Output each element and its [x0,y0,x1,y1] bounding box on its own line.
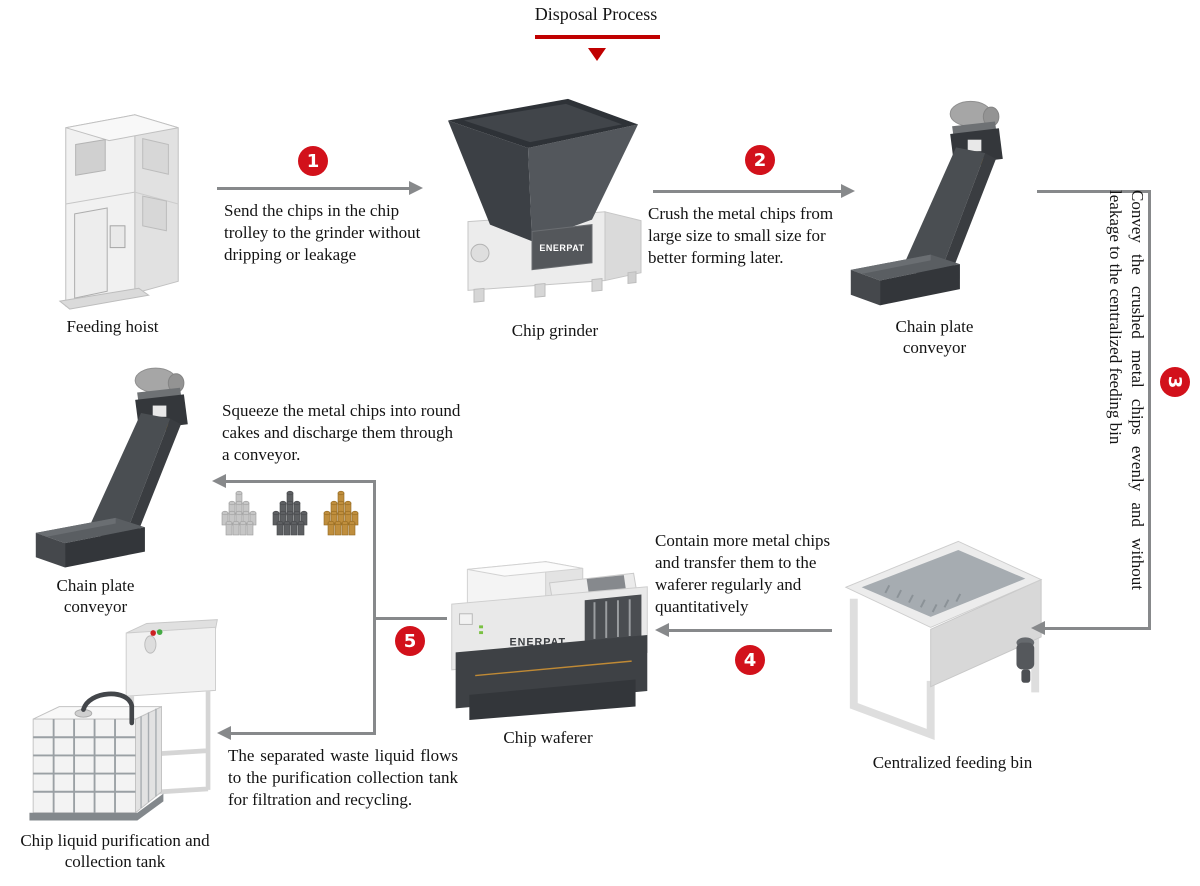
chip-grinder-illustration: ENERPAT [448,98,642,303]
step-2-badge: 2 [745,145,775,175]
step-5-connector-vertical [373,480,376,735]
chain-conveyor-left-label: Chain plate conveyor [56,576,135,617]
centralized-bin-label: Centralized feeding bin [872,753,1033,772]
step-3-connector-top [1037,190,1151,193]
purification-tank-illustration [29,619,218,821]
purification-tank-label: Chip liquid purification and collection … [20,831,210,872]
step-1-badge: 1 [298,146,328,176]
step-2-number: 2 [753,149,767,171]
briquette-gold [323,490,359,536]
step-2-arrow-line [653,190,841,193]
step-5-connector-bottom [230,732,375,735]
feeding-hoist-illustration [58,114,179,310]
step-4-description: Contain more metal chips and transfer th… [655,531,831,617]
step-5-connector-top [225,480,375,483]
step-1-description: Send the chips in the chip trolley to th… [224,201,421,265]
step-3-arrowhead-icon [1031,621,1045,635]
step-4-arrowhead-icon [655,623,669,637]
waste-liquid-note: The separated waste liquid flows to the … [228,746,458,810]
chain-conveyor-left-illustration [35,367,188,568]
briquette-silver [221,490,257,536]
step-5-bottom-arrowhead-icon [217,726,231,740]
title-underline [535,35,660,39]
step-3-connector-bottom [1044,627,1151,630]
step-5-connector-branch [375,617,447,620]
step-4-badge: 4 [735,645,765,675]
chip-waferer-label: Chip waferer [503,728,593,747]
chain-conveyor-top-label: Chain plate conveyor [895,317,974,358]
page-title: Disposal Process [534,4,658,24]
briquette-cakes-illustration [221,490,359,536]
chip-waferer-illustration: ENERPAT [451,561,648,720]
step-4-number: 4 [743,649,757,671]
chip-grinder-label: Chip grinder [511,321,599,340]
step-1-number: 1 [306,150,320,172]
briquette-dark [272,490,308,536]
step-2-description: Crush the metal chips from large size to… [648,204,834,268]
step-3-number: 3 [1164,375,1186,389]
step-3-badge: 3 [1160,367,1190,397]
feeding-hoist-label: Feeding hoist [66,317,159,336]
step-5-number: 5 [403,630,417,652]
step-5-top-arrowhead-icon [212,474,226,488]
step-2-arrowhead-icon [841,184,855,198]
chain-conveyor-top-illustration [850,100,1003,306]
centralized-bin-illustration [844,540,1043,740]
step-3-description: Convey the crushed metal chips evenly an… [1105,190,1147,590]
step-3-connector-vertical [1148,190,1151,630]
step-1-arrow-line [217,187,409,190]
waferer-brand-text: ENERPAT [509,637,566,649]
step-4-arrow-line [668,629,832,632]
step-5-description: Squeeze the metal chips into round cakes… [222,401,461,465]
title-arrow-down-icon [588,48,606,61]
step-5-badge: 5 [395,626,425,656]
grinder-brand-text: ENERPAT [539,243,584,253]
step-1-arrowhead-icon [409,181,423,195]
